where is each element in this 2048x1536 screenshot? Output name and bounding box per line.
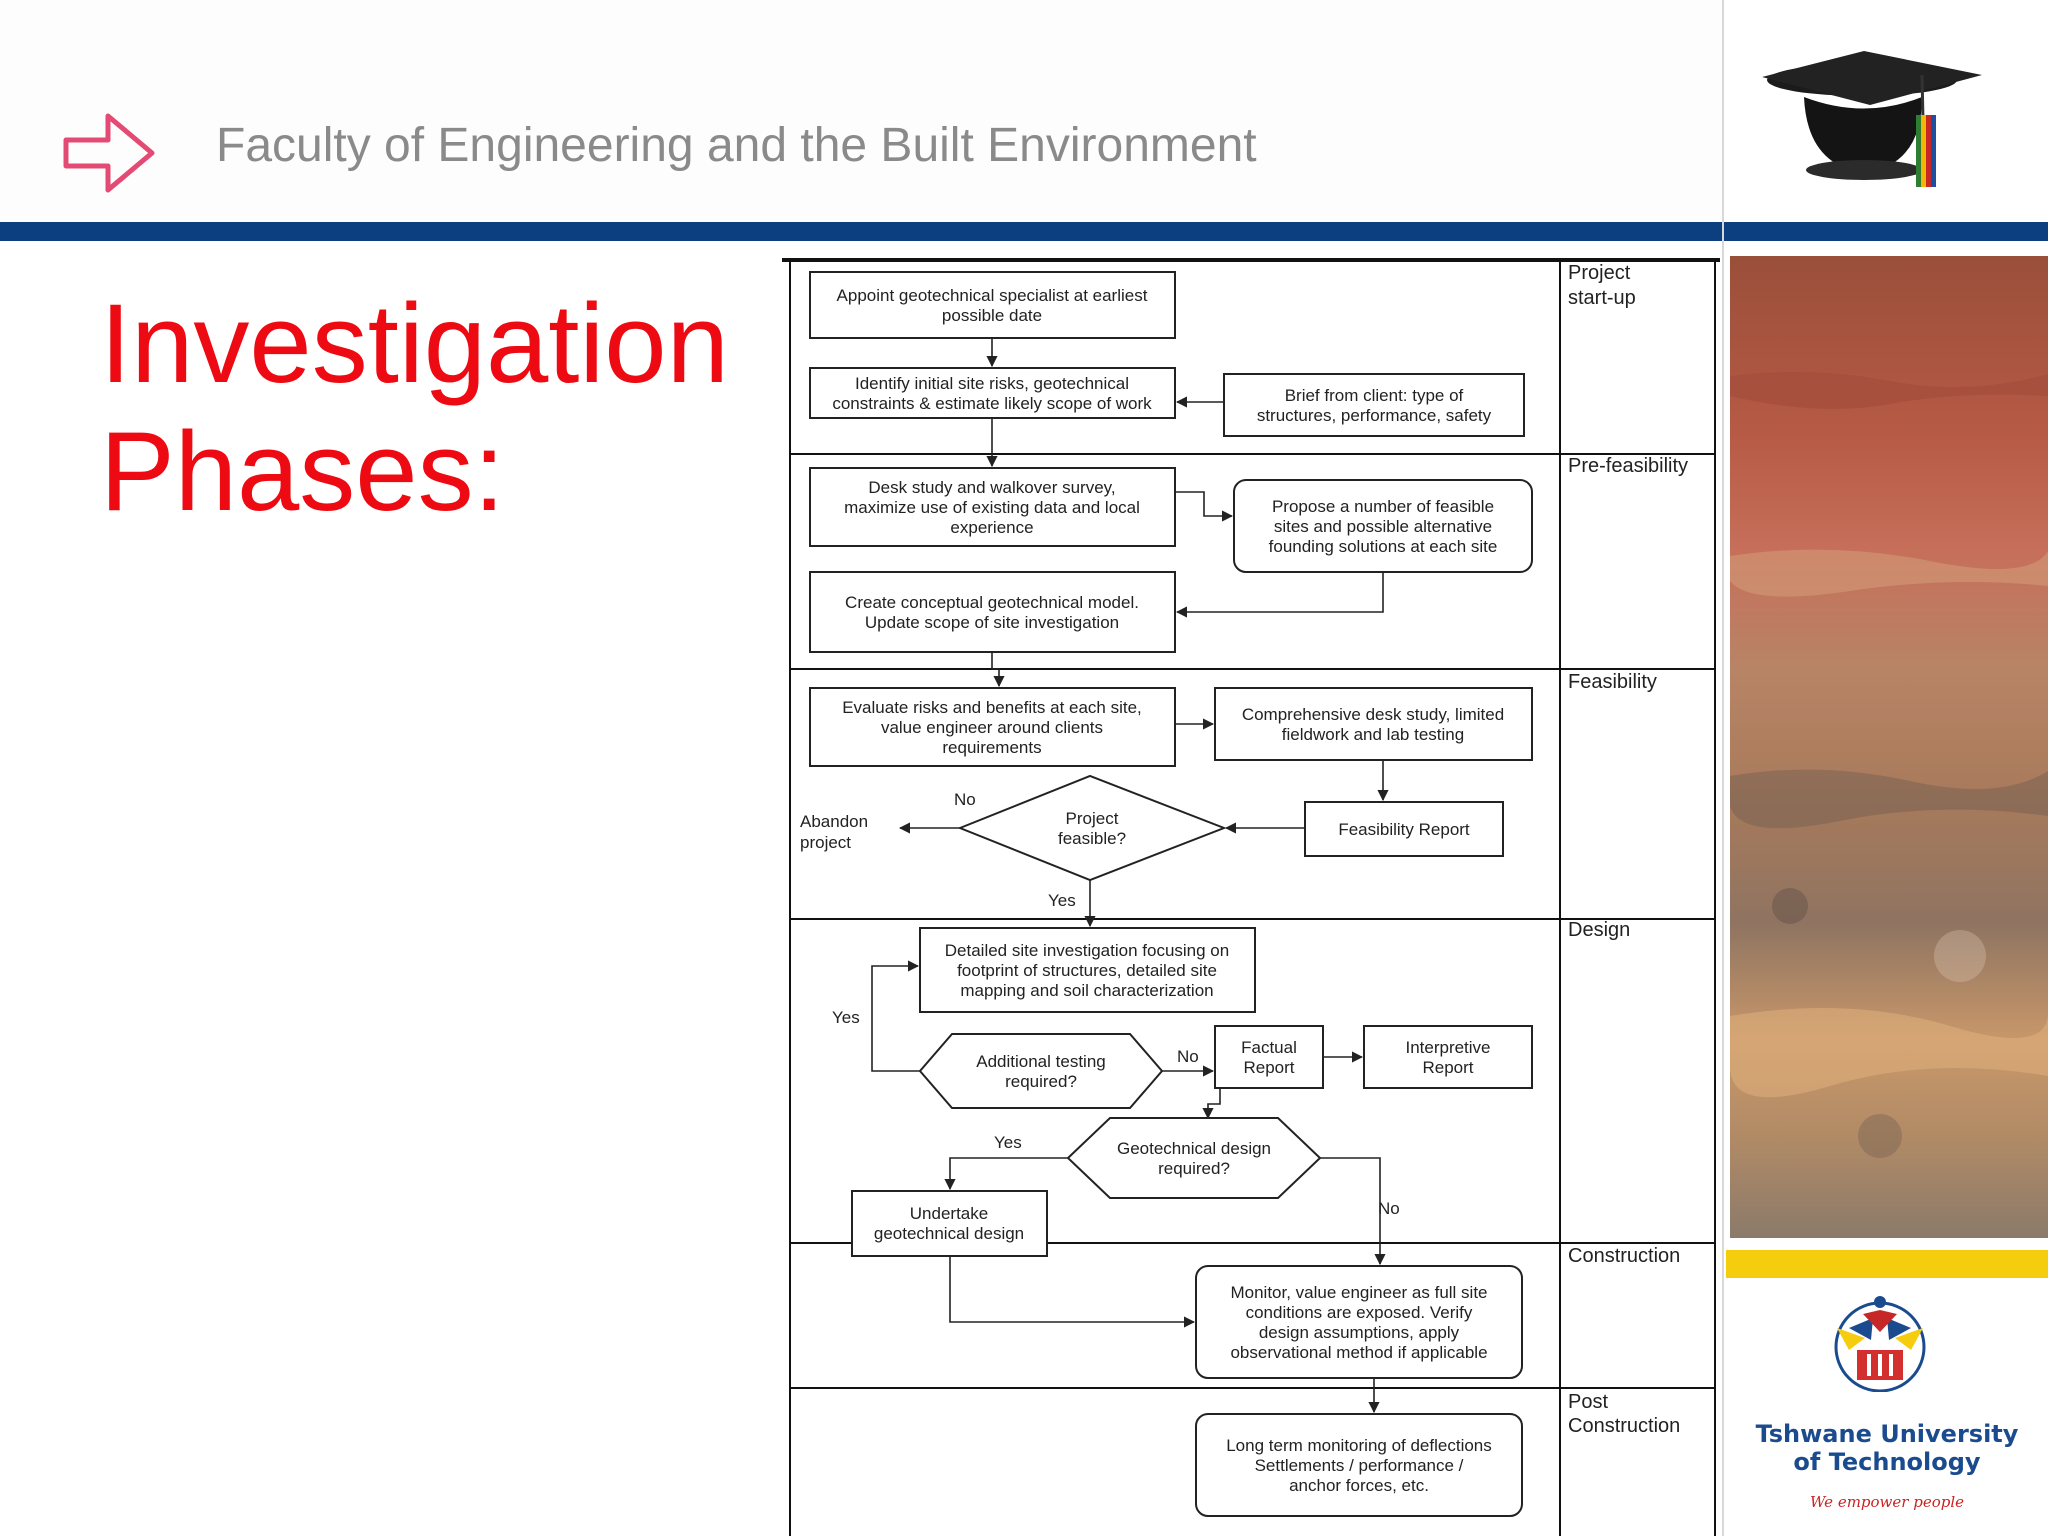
phase-label-start: Project (1568, 262, 1631, 284)
node-comprehensive-study (1214, 687, 1533, 761)
node-interpretive-report (1363, 1025, 1533, 1089)
node-texts: Appoint geotechnical specialist at earli… (832, 286, 1504, 1495)
phase-label-design: Design (1568, 919, 1630, 941)
university-tagline: We empower people (1809, 1493, 1964, 1511)
node-factual-report (1214, 1025, 1324, 1089)
slide-title: Investigation Phases: (100, 280, 729, 536)
university-name-line-1: Tshwane University (1755, 1420, 2019, 1448)
title-line-2: Phases: (100, 409, 505, 534)
node-geo-design-decision (1066, 1117, 1322, 1199)
abandon-label-2: project (800, 833, 851, 852)
faculty-name: Faculty of Engineering and the Built Env… (216, 119, 1257, 172)
arrow-right-icon (63, 113, 155, 193)
header-area (0, 0, 1722, 222)
university-name: Tshwane University of Technology (1752, 1420, 2022, 1476)
graduation-cap-icon (1762, 51, 1982, 187)
phase-label-post-2: Construction (1568, 1415, 1680, 1437)
phase-label-post: Post (1568, 1391, 1608, 1413)
node-detailed-investigation (919, 927, 1256, 1013)
node-identify-risks-text: Identify initial site risks, geotechnica… (832, 374, 1152, 413)
node-project-feasible-decision (957, 774, 1227, 882)
edge-label-no-testing: No (1177, 1047, 1199, 1066)
node-conceptual-model (809, 571, 1176, 653)
node-feasibility-report-text: Feasibility Report (1338, 820, 1470, 839)
node-desk-study-text: Desk study and walkover survey,maximize … (844, 478, 1140, 537)
node-additional-testing-decision (918, 1033, 1164, 1109)
node-appoint-specialist (809, 271, 1176, 339)
abandon-label: Abandon (800, 812, 868, 831)
tut-emblem-icon (1834, 1296, 1926, 1392)
node-client-brief (1223, 373, 1525, 437)
rock-strata-photo (1730, 256, 2048, 1238)
phase-label-start-2: start-up (1568, 287, 1636, 309)
flow-connectors (871, 338, 1389, 1414)
node-evaluate-risks-text: Evaluate risks and benefits at each site… (842, 698, 1142, 757)
node-conceptual-model-text: Create conceptual geotechnical model.Upd… (845, 593, 1139, 632)
title-line-1: Investigation (100, 281, 729, 406)
node-appoint-specialist-text: Appoint geotechnical specialist at earli… (837, 286, 1148, 325)
node-feasibility-report (1304, 801, 1504, 857)
phase-label-construction: Construction (1568, 1245, 1680, 1267)
edge-label-yes-feasible: Yes (1048, 891, 1076, 910)
phase-label-prefeasibility: Pre-feasibility (1568, 455, 1688, 477)
investigation-flowchart: Project start-up Pre-feasibility Feasibi… (782, 258, 1720, 1536)
sidebar-divider (1722, 0, 1724, 1536)
edge-label-no-abandon: No (954, 790, 976, 809)
phase-label-feasibility: Feasibility (1568, 671, 1657, 693)
edge-label-yes-testing: Yes (832, 1008, 860, 1027)
university-name-line-2: of Technology (1793, 1448, 1981, 1476)
edge-label-yes-design: Yes (994, 1133, 1022, 1152)
accent-band (1726, 1250, 2048, 1278)
node-evaluate-risks (809, 687, 1176, 767)
node-monitor (1195, 1265, 1523, 1379)
node-undertake-design (851, 1190, 1048, 1257)
node-identify-risks (809, 367, 1176, 419)
header-divider-bar (0, 222, 2048, 241)
node-desk-study (809, 467, 1176, 547)
edge-label-no-design: No (1378, 1199, 1400, 1218)
node-longterm-monitoring (1195, 1413, 1523, 1517)
